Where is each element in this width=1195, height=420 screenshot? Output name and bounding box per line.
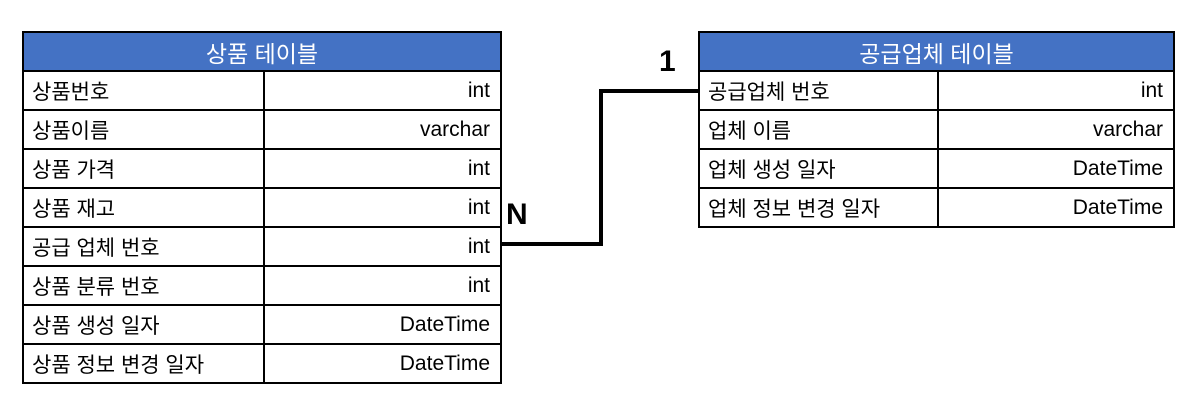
field-type: varchar bbox=[936, 109, 1176, 150]
field-type: int bbox=[262, 265, 503, 306]
product-table: 상품 테이블 상품번호 int 상품이름 varchar 상품 가격 int 상… bbox=[21, 31, 503, 384]
field-type: varchar bbox=[262, 109, 503, 150]
field-type: int bbox=[262, 148, 503, 189]
field-name: 공급 업체 번호 bbox=[22, 226, 265, 267]
table-row: 상품 정보 변경 일자 DateTime bbox=[22, 343, 503, 384]
cardinality-one-label: 1 bbox=[659, 45, 676, 78]
field-name: 상품이름 bbox=[22, 109, 265, 150]
relationship-connector-line bbox=[500, 89, 698, 246]
supplier-table-header-row: 공급업체 테이블 bbox=[697, 31, 1176, 72]
product-table-header-row: 상품 테이블 bbox=[21, 31, 503, 72]
field-type: int bbox=[262, 187, 503, 228]
table-row: 공급 업체 번호 int bbox=[22, 226, 503, 267]
field-type: DateTime bbox=[262, 343, 503, 384]
table-row: 업체 이름 varchar bbox=[698, 109, 1176, 150]
field-type: DateTime bbox=[936, 148, 1176, 189]
field-name: 업체 생성 일자 bbox=[698, 148, 939, 189]
field-name: 상품 재고 bbox=[22, 187, 265, 228]
field-type: DateTime bbox=[936, 187, 1176, 228]
table-row: 상품번호 int bbox=[22, 70, 503, 111]
supplier-table: 공급업체 테이블 공급업체 번호 int 업체 이름 varchar 업체 생성… bbox=[697, 31, 1176, 228]
table-row: 상품 가격 int bbox=[22, 148, 503, 189]
field-name: 업체 정보 변경 일자 bbox=[698, 187, 939, 228]
cardinality-many-label: N bbox=[506, 198, 528, 231]
field-name: 상품번호 bbox=[22, 70, 265, 111]
field-name: 공급업체 번호 bbox=[698, 70, 939, 111]
field-name: 상품 생성 일자 bbox=[22, 304, 265, 345]
product-table-title: 상품 테이블 bbox=[21, 31, 503, 72]
table-row: 상품이름 varchar bbox=[22, 109, 503, 150]
supplier-table-title: 공급업체 테이블 bbox=[697, 31, 1176, 72]
table-row: 상품 분류 번호 int bbox=[22, 265, 503, 306]
table-row: 상품 생성 일자 DateTime bbox=[22, 304, 503, 345]
field-type: int bbox=[936, 70, 1176, 111]
field-type: DateTime bbox=[262, 304, 503, 345]
field-type: int bbox=[262, 226, 503, 267]
table-row: 상품 재고 int bbox=[22, 187, 503, 228]
field-name: 상품 정보 변경 일자 bbox=[22, 343, 265, 384]
field-type: int bbox=[262, 70, 503, 111]
field-name: 상품 가격 bbox=[22, 148, 265, 189]
table-row: 업체 정보 변경 일자 DateTime bbox=[698, 187, 1176, 228]
field-name: 상품 분류 번호 bbox=[22, 265, 265, 306]
field-name: 업체 이름 bbox=[698, 109, 939, 150]
table-row: 업체 생성 일자 DateTime bbox=[698, 148, 1176, 189]
table-row: 공급업체 번호 int bbox=[698, 70, 1176, 111]
